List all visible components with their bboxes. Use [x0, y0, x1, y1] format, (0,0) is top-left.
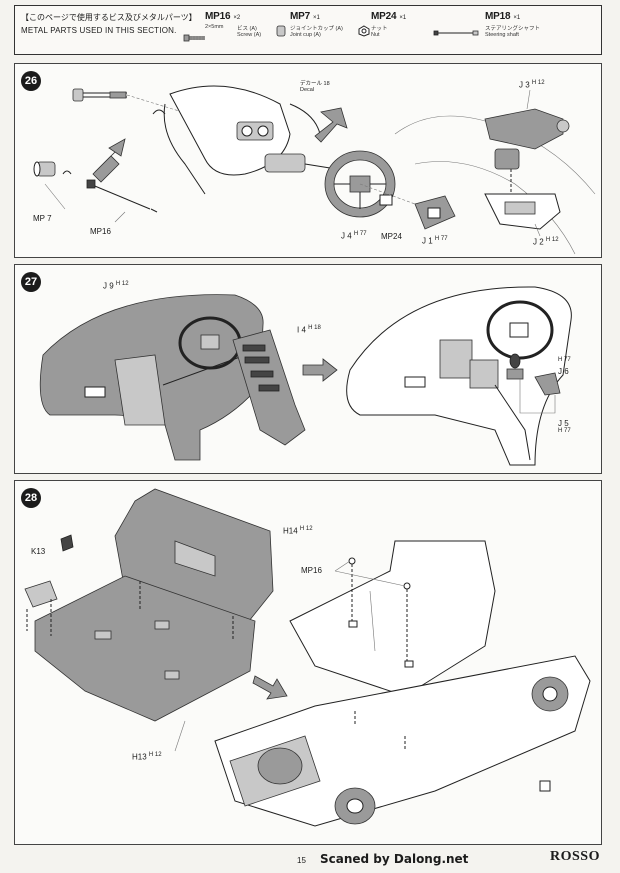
- label-k13: K13: [31, 547, 46, 556]
- dashboard-outline: [163, 85, 321, 195]
- mp18-name-jp: ステアリングシャフト: [485, 26, 541, 32]
- arrow-down-left: [314, 107, 348, 143]
- label-mp16: MP16: [90, 227, 111, 236]
- decal-jp: デカール 18: [300, 81, 330, 87]
- part-mp18: MP18×1 ステアリングシャフト Steering shaft: [433, 11, 540, 38]
- label-mp24: MP24: [381, 232, 402, 241]
- brand-logo: ROSSO: [550, 849, 600, 864]
- label-j9: J 9 H 12: [103, 281, 129, 291]
- steering-shaft-icon: [433, 30, 479, 36]
- label-h14: H14 H 12: [283, 526, 313, 536]
- mp7-cup: [33, 161, 56, 177]
- brake-j5: [534, 372, 561, 396]
- label-mp7: MP 7: [33, 214, 52, 223]
- metal-parts-box: 【このページで使用するビス及びメタルパーツ】 METAL PARTS USED …: [14, 5, 602, 55]
- mp24-name-jp: ナット: [371, 26, 388, 32]
- nut-icon: [358, 25, 370, 37]
- mp16-screws: [348, 557, 414, 751]
- mp16-name-jp: ビス (A): [237, 26, 257, 32]
- shifter-j6: [506, 353, 524, 380]
- dashboard-j9: [39, 294, 264, 461]
- floor-pan-h13: [34, 575, 256, 722]
- mp16-size: 2×5mm: [205, 24, 224, 30]
- horn-pad-j1: [414, 195, 456, 230]
- shaft-top: [72, 88, 206, 120]
- arrow-up-right: [94, 138, 126, 173]
- mp7-name-jp: ジョイントカップ (A): [290, 26, 343, 32]
- step-26-illustration: [33, 85, 596, 255]
- label-mp16-step28: MP16: [301, 566, 322, 575]
- parts-title-jp: 【このページで使用するビス及びメタルパーツ】: [21, 13, 197, 22]
- part-mp7: MP7×1 ジョイントカップ (A) Joint cup (A): [276, 11, 343, 38]
- mp24-name-en: Nut: [371, 32, 380, 38]
- mp16-shaft: [86, 179, 158, 213]
- decal-en: Decal: [300, 87, 315, 93]
- step-28-panel: 28: [14, 480, 602, 845]
- arrow-right: [302, 358, 338, 382]
- label-i4: I 4 H 18: [297, 325, 321, 335]
- page-number: 15: [297, 856, 306, 865]
- step-26-number: 26: [21, 71, 41, 91]
- part-mp24: MP24×1 ナット Nut: [358, 11, 406, 38]
- nut-mp24: [379, 194, 393, 206]
- step-27-illustration: [39, 286, 572, 466]
- label-j4: J 4 H 77: [341, 231, 367, 241]
- label-j2: J 2 H 12: [533, 237, 559, 247]
- part-k13: [24, 534, 74, 608]
- mp7-name-en: Joint cup (A): [290, 32, 321, 38]
- step-26-panel: 26: [14, 63, 602, 258]
- label-j3: J 3 H 12: [519, 80, 545, 90]
- dashboard-assembled: [346, 286, 572, 466]
- joint-cup-icon: [276, 25, 286, 37]
- arrow-down-right: [252, 675, 288, 700]
- mp18-name-en: Steering shaft: [485, 32, 519, 38]
- chassis-assembled: [214, 540, 591, 827]
- parts-title-en: METAL PARTS USED IN THIS SECTION.: [21, 26, 177, 35]
- step-28-number: 28: [21, 488, 41, 508]
- mp16-name-en: Screw (A): [237, 32, 262, 38]
- step-27-panel: 27: [14, 264, 602, 474]
- console-i4: [232, 329, 306, 446]
- step-28-illustration: [24, 488, 591, 827]
- label-h13: H13 H 12: [132, 752, 162, 762]
- scan-credit: Scaned by Dalong.net: [320, 852, 469, 866]
- part-mp16: MP16×2 2×5mm ビス (A) Screw (A): [183, 11, 261, 42]
- column-assembly: [484, 108, 570, 230]
- step-27-number: 27: [21, 272, 41, 292]
- label-j1: J 1 H 77: [422, 236, 448, 246]
- screw-icon: [183, 34, 205, 42]
- steering-wheel: [324, 150, 396, 218]
